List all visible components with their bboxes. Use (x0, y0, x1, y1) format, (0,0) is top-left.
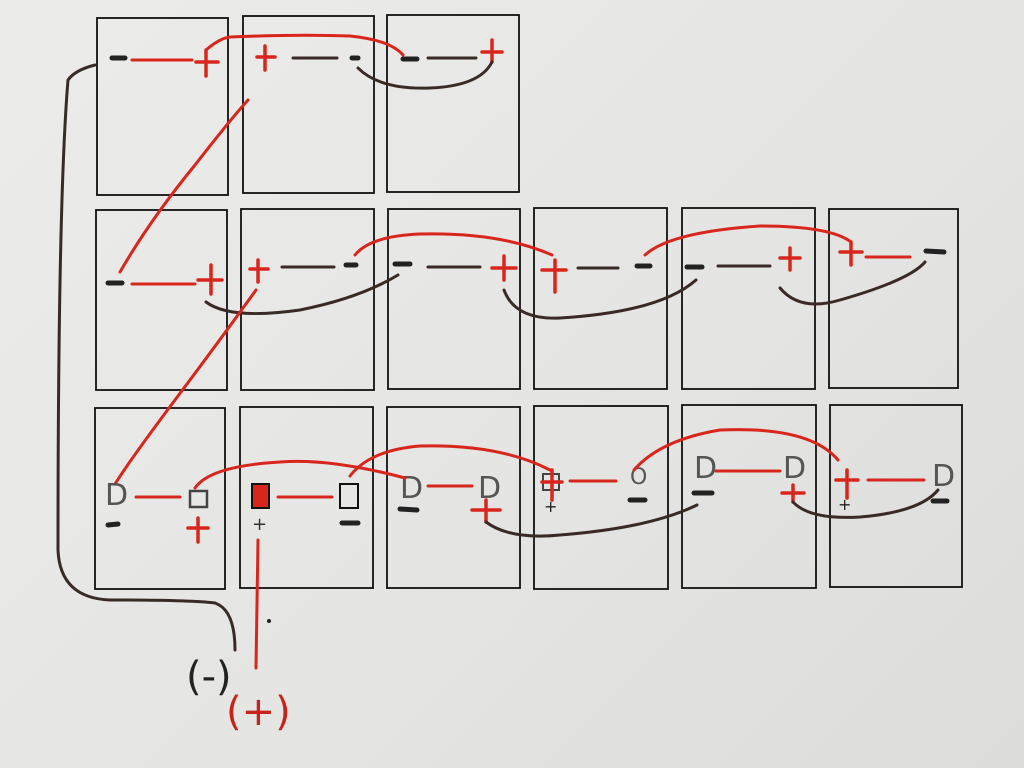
cell-r3-c1 (94, 407, 226, 590)
cell-r2-c5 (681, 207, 816, 390)
svg-text:D: D (400, 471, 423, 506)
cell-r3-c2 (239, 406, 374, 589)
svg-text:D: D (932, 459, 955, 494)
row-2 (95, 207, 959, 391)
cell-r1-c1 (96, 17, 229, 196)
cell-r3-c3 (386, 406, 521, 589)
svg-text:D: D (105, 478, 128, 513)
row-1-terminals (109, 33, 504, 90)
cell-r1-c2 (242, 15, 375, 194)
svg-text:O: O (630, 465, 647, 490)
svg-text:D: D (783, 451, 806, 486)
cell-r2-c2 (240, 208, 375, 391)
cell-r2-c3 (387, 208, 521, 390)
cell-r3-c6 (829, 404, 963, 588)
row-2-terminals (105, 98, 947, 486)
svg-text:D: D (478, 471, 501, 506)
output-terminals: (-) (+) (186, 619, 291, 735)
cell-r3-c5 (681, 404, 817, 589)
svg-text:+: + (544, 497, 557, 516)
negative-terminal-label: (-) (186, 654, 232, 700)
svg-text:+: + (252, 514, 267, 535)
positive-terminal-label: (+) (226, 689, 291, 735)
row-3-terminals: D + D D + O D D + D (105, 428, 955, 670)
svg-text:+: + (838, 495, 851, 514)
cell-r2-c6 (828, 208, 959, 389)
cell-r2-c1 (95, 209, 228, 391)
cell-r1-c3 (386, 14, 520, 193)
row-3 (94, 404, 963, 590)
svg-text:D: D (694, 451, 717, 486)
cell-r3-c4 (533, 405, 669, 590)
cell-r2-c4 (533, 207, 668, 390)
row-1 (96, 14, 520, 196)
